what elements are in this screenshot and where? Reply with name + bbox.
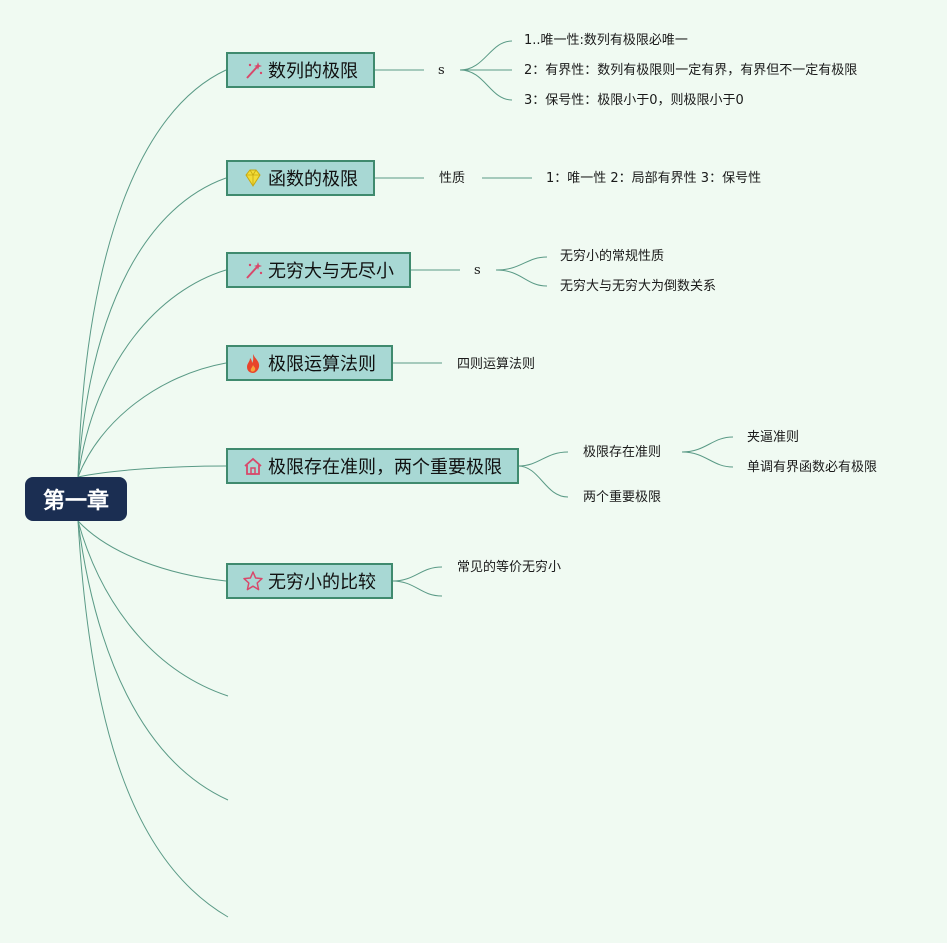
house-icon xyxy=(244,457,262,475)
magic-wand-icon xyxy=(246,262,263,279)
leaf-node[interactable]: 夹逼准则 xyxy=(747,430,800,445)
leaf-node[interactable]: 单调有界函数必有极限 xyxy=(747,460,878,475)
topic-label: 数列的极限 xyxy=(268,61,358,82)
leaf-node[interactable]: 常见的等价无穷小 xyxy=(457,560,562,575)
topic-existence-criteria[interactable]: 极限存在准则，两个重要极限 xyxy=(226,448,519,484)
sub-node-two-limits[interactable]: 两个重要极限 xyxy=(583,490,662,505)
sub-node-s[interactable]: s xyxy=(474,263,481,278)
topic-label: 极限运算法则 xyxy=(268,354,376,375)
topic-infinity[interactable]: 无穷大与无尽小 xyxy=(226,252,411,288)
topic-label: 极限存在准则，两个重要极限 xyxy=(268,457,502,478)
topic-label: 无穷大与无尽小 xyxy=(268,261,394,282)
topic-infinitesimal-comparison[interactable]: 无穷小的比较 xyxy=(226,563,393,599)
topic-function-limit[interactable]: 函数的极限 xyxy=(226,160,375,196)
sub-node-properties[interactable]: 性质 xyxy=(439,171,466,186)
leaf-node[interactable]: 2：有界性：数列有极限则一定有界，有界但不一定有极限 xyxy=(524,63,858,78)
root-label: 第一章 xyxy=(42,489,109,514)
magic-wand-icon xyxy=(246,62,263,79)
topic-sequence-limit[interactable]: 数列的极限 xyxy=(226,52,375,88)
leaf-node[interactable]: 无穷大与无穷大为倒数关系 xyxy=(560,279,717,294)
topic-label: 函数的极限 xyxy=(268,169,358,190)
leaf-node[interactable]: 3：保号性：极限小于0，则极限小于0 xyxy=(524,93,744,108)
topic-limit-rules[interactable]: 极限运算法则 xyxy=(226,345,393,381)
leaf-node[interactable]: 1..唯一性:数列有极限必唯一 xyxy=(524,33,688,48)
root-node[interactable]: 第一章 xyxy=(25,477,127,521)
diamond-icon xyxy=(245,169,261,187)
leaf-node[interactable]: 无穷小的常规性质 xyxy=(560,249,665,264)
topic-label: 无穷小的比较 xyxy=(268,572,376,593)
leaf-node[interactable]: 1：唯一性 2：局部有界性 3：保号性 xyxy=(546,171,762,186)
star-icon xyxy=(243,571,263,591)
sub-node-s[interactable]: s xyxy=(438,63,445,78)
leaf-node[interactable]: 四则运算法则 xyxy=(457,357,536,372)
sub-node-existence-criteria[interactable]: 极限存在准则 xyxy=(583,445,662,460)
fire-icon xyxy=(247,354,260,373)
